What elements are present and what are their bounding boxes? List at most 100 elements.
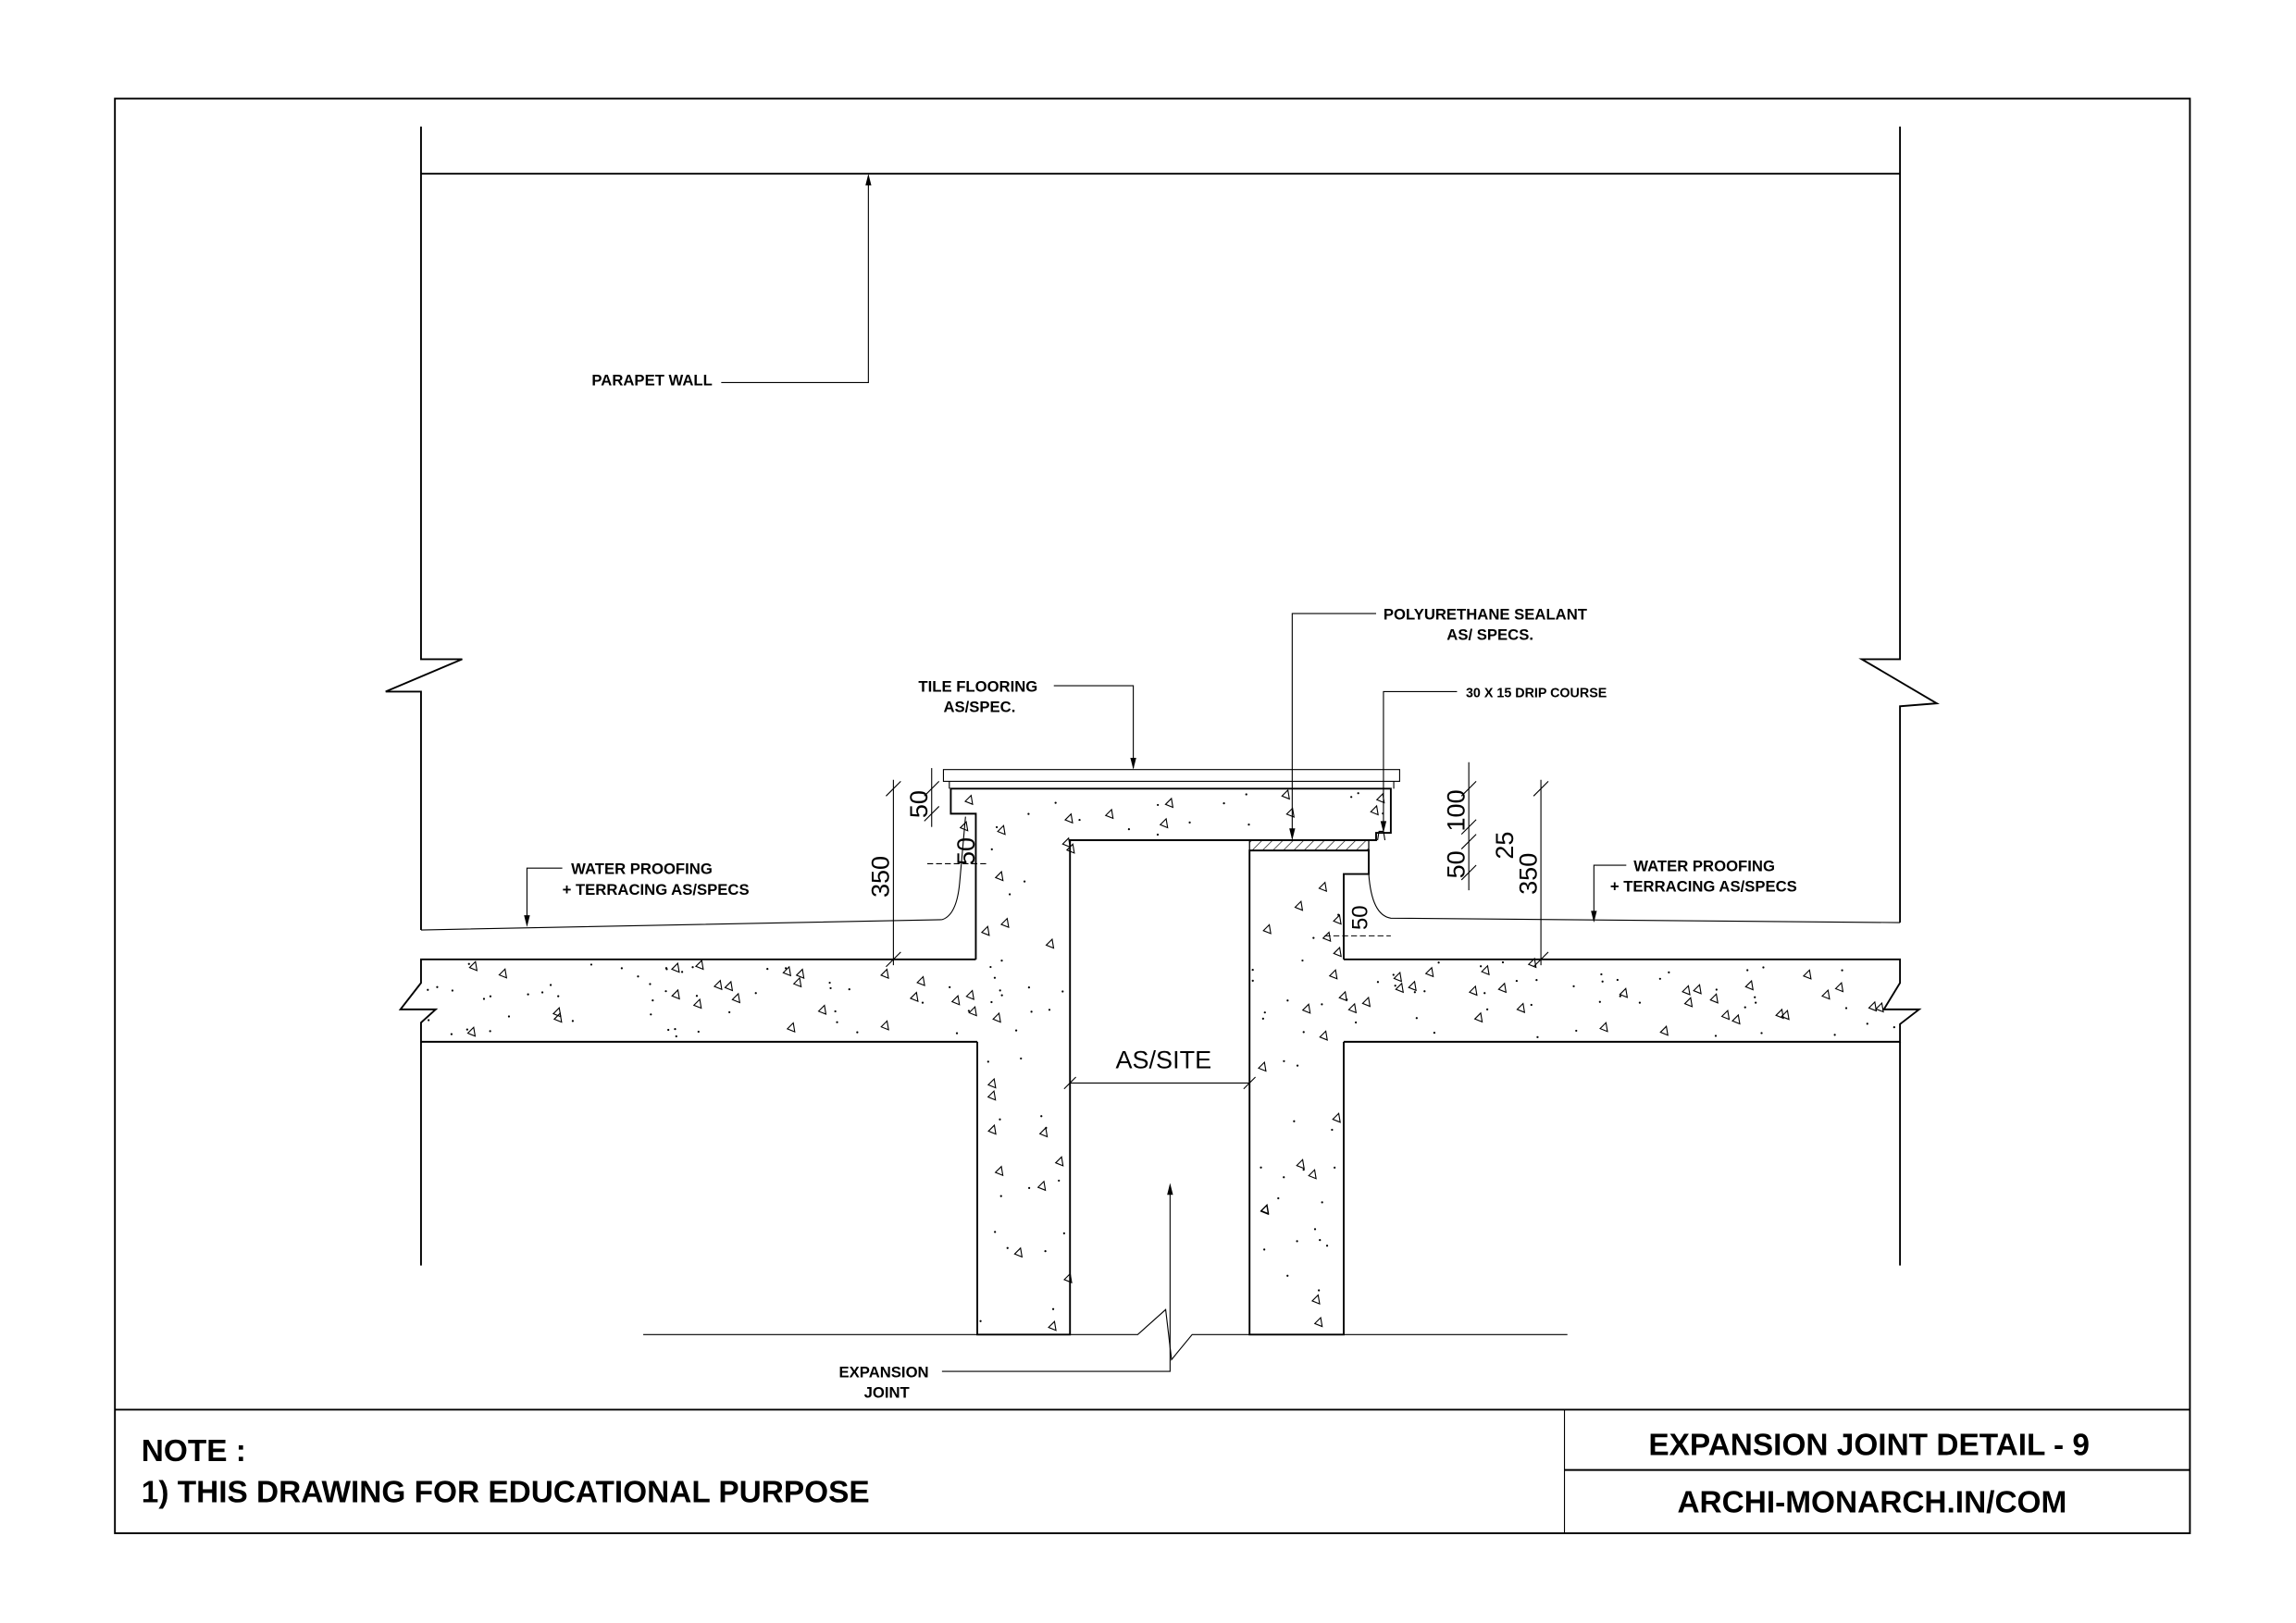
aggregate-dot (1023, 880, 1026, 883)
aggregate-dot (999, 1118, 1001, 1121)
aggregate-dot (979, 1319, 982, 1322)
aggregate-triangle (916, 975, 925, 986)
aggregate-dot (1325, 1245, 1329, 1247)
aggregate-dot (1277, 1196, 1280, 1200)
label-parapet-wall: PARAPET WALL (591, 372, 712, 390)
aggregate-dot (1313, 1228, 1317, 1231)
aggregate-triangle (1744, 979, 1754, 991)
aggregate-dot (1658, 977, 1661, 980)
aggregate-triangle (880, 1020, 889, 1031)
aggregate-dot (1020, 1057, 1023, 1060)
aggregate-triangle (1481, 964, 1490, 976)
aggregate-dot (1893, 1026, 1895, 1029)
dim-right-100: 100 (1442, 789, 1470, 831)
aggregate-dot (829, 986, 832, 990)
aggregate-triangle (1393, 971, 1403, 983)
aggregate-dot (489, 1030, 491, 1033)
aggregate-triangle (792, 976, 802, 988)
aggregate-dot (1319, 1239, 1322, 1242)
label-waterproofing-left: WATER PROOFING (571, 861, 713, 878)
aggregate-triangle (713, 979, 723, 991)
aggregate-dot (856, 1031, 859, 1034)
aggregate-triangle (1048, 1320, 1057, 1332)
aggregate-triangle (1802, 969, 1812, 980)
aggregate-triangle (1013, 1246, 1024, 1258)
aggregate-triangle (1468, 985, 1478, 997)
aggregate-dot (1321, 1003, 1323, 1006)
dim-right-25: 25 (1491, 832, 1519, 860)
aggregate-dot (652, 999, 654, 1002)
aggregate-dot (436, 985, 439, 988)
drawing-title: EXPANSION JOINT DETAIL - 9 (1648, 1429, 2090, 1463)
aggregate-dot (1263, 1248, 1266, 1251)
aggregate-dot (1350, 796, 1353, 799)
aggregate-triangle (1159, 817, 1169, 829)
aggregate-dot (1054, 801, 1057, 804)
aggregate-dot (754, 992, 757, 995)
label-tile-flooring: TILE FLOORING (918, 677, 1037, 695)
aggregate-dot (667, 1028, 670, 1032)
aggregate-triangle (692, 997, 702, 1010)
aggregate-dot (1283, 1176, 1285, 1179)
aggregate-triangle (1731, 1013, 1741, 1025)
aggregate-dot (1486, 1008, 1489, 1010)
aggregate-triangle (1338, 990, 1347, 1002)
aggregate-dot (1515, 979, 1519, 983)
aggregate-dot (637, 975, 639, 978)
aggregate-dot (691, 966, 694, 969)
label-polyurethane-sealant: POLYURETHANE SEALANT (1384, 605, 1588, 623)
aggregate-dot (590, 963, 593, 966)
aggregate-dot (1437, 961, 1440, 964)
aggregate-dot (649, 983, 652, 985)
aggregate-dot (1844, 1007, 1848, 1010)
aggregate-dot (1616, 978, 1619, 982)
aggregate-dot (1222, 801, 1225, 805)
aggregate-triangle (795, 968, 805, 980)
aggregate-triangle (1322, 931, 1332, 942)
aggregate-triangle (1619, 987, 1629, 998)
aggregate-dot (1027, 812, 1030, 815)
label-expansion-joint: EXPANSION (839, 1363, 929, 1381)
aggregate-triangle (552, 1007, 562, 1018)
aggregate-dot (1296, 1240, 1298, 1243)
aggregate-dot (1078, 818, 1081, 822)
aggregate-dot (620, 967, 623, 970)
aggregate-dot (675, 1035, 677, 1038)
dim-left-50-top: 50 (905, 790, 933, 818)
aggregate-dot (766, 968, 769, 971)
aggregate-triangle (1328, 969, 1338, 980)
aggregate-triangle (1820, 988, 1831, 1000)
aggregate-triangle (1781, 1010, 1790, 1021)
aggregate-dot (1762, 966, 1765, 969)
aggregate-triangle (1104, 808, 1114, 820)
aggregate-triangle (1310, 1294, 1321, 1305)
aggregate-dot (999, 1195, 1002, 1197)
aggregate-dot (1536, 1035, 1539, 1038)
website-label: ARCHI-MONARCH.IN/COM (1677, 1486, 2066, 1520)
aggregate-dot (1601, 980, 1604, 983)
aggregate-triangle (1424, 966, 1434, 978)
aggregate-dot (1321, 1201, 1323, 1204)
aggregate-dot (1062, 1232, 1065, 1234)
waterproofing-left (420, 816, 966, 931)
aggregate-triangle (1308, 1169, 1317, 1180)
aggregate-dot (995, 825, 999, 829)
aggregate-dot (1715, 988, 1718, 991)
aggregate-triangle (987, 1123, 997, 1135)
aggregate-triangle (1497, 982, 1508, 994)
aggregate-dot (1535, 979, 1538, 982)
aggregate-dot (1480, 965, 1483, 968)
aggregate-dot (1668, 971, 1670, 974)
aggregate-triangle (1064, 812, 1074, 824)
aggregate-dot (1572, 985, 1575, 987)
aggregate-dot (1048, 1009, 1051, 1011)
aggregate-dot (427, 988, 429, 991)
aggregate-dot (1312, 936, 1315, 939)
aggregate-triangle (1834, 981, 1844, 993)
aggregate-dot (921, 1001, 925, 1004)
aggregate-dot (1754, 996, 1756, 998)
aggregate-dot (1293, 1120, 1296, 1122)
aggregate-dot (1061, 990, 1064, 993)
aggregate-triangle (950, 995, 961, 1006)
aggregate-dot (1286, 1274, 1289, 1277)
